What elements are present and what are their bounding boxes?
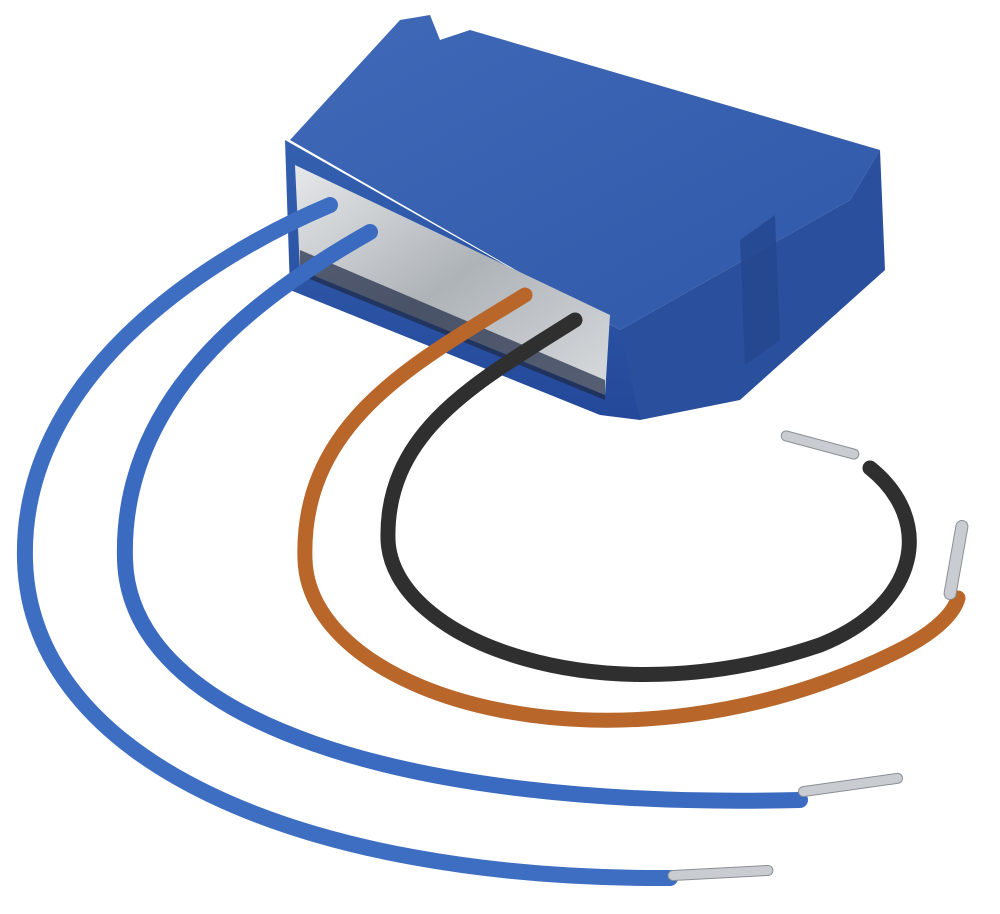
- brown-wire: [297, 287, 966, 728]
- relay-housing: [285, 15, 885, 420]
- black-wire-terminal: [780, 430, 860, 460]
- blue-wire-2: [116, 224, 808, 809]
- blue-wire-1: [16, 197, 678, 887]
- blue-wire-2-terminal: [797, 772, 904, 798]
- brown-wire-terminal: [943, 520, 969, 600]
- blue-wire-1-terminal: [667, 864, 774, 881]
- terminals: [667, 430, 969, 881]
- black-wire: [380, 312, 917, 682]
- wires: [16, 197, 966, 887]
